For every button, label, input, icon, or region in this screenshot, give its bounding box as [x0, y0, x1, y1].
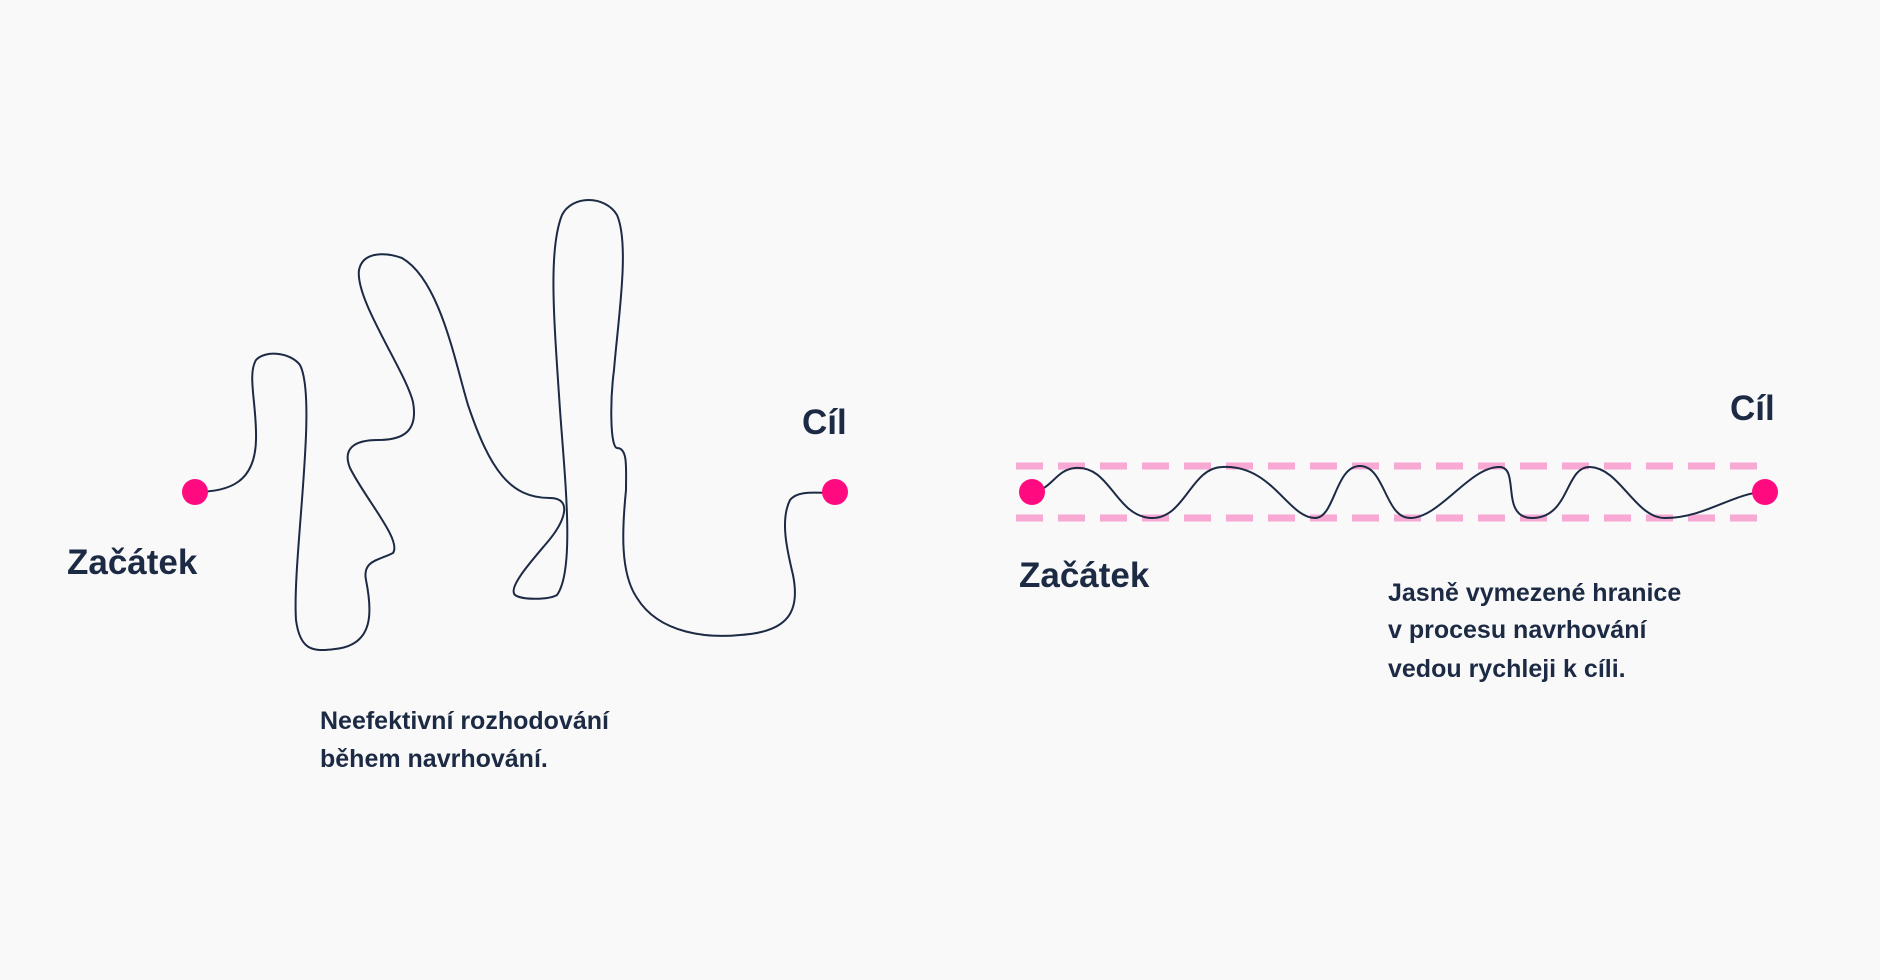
- right-goal-label: Cíl: [1730, 389, 1775, 428]
- left-goal-label: Cíl: [802, 403, 847, 442]
- right-start-dot: [1019, 479, 1045, 505]
- right-caption-line-3: vedou rychleji k cíli.: [1388, 655, 1626, 683]
- right-diagram: Začátek Cíl Jasně vymezené hranice v pro…: [1016, 389, 1778, 683]
- right-bounded-path: [1031, 465, 1766, 520]
- left-start-dot: [182, 479, 208, 505]
- right-caption-line-1: Jasně vymezené hranice: [1388, 579, 1681, 607]
- left-diagram: Začátek Cíl Neefektivní rozhodování běhe…: [67, 199, 848, 773]
- left-caption-line-1: Neefektivní rozhodování: [320, 707, 610, 735]
- left-start-label: Začátek: [67, 543, 198, 582]
- right-caption-line-2: v procesu navrhování: [1388, 616, 1647, 644]
- left-tangled-path: [194, 199, 836, 652]
- right-start-label: Začátek: [1019, 556, 1150, 595]
- left-caption-line-2: během navrhování.: [320, 745, 548, 773]
- left-goal-dot: [822, 479, 848, 505]
- right-goal-dot: [1752, 479, 1778, 505]
